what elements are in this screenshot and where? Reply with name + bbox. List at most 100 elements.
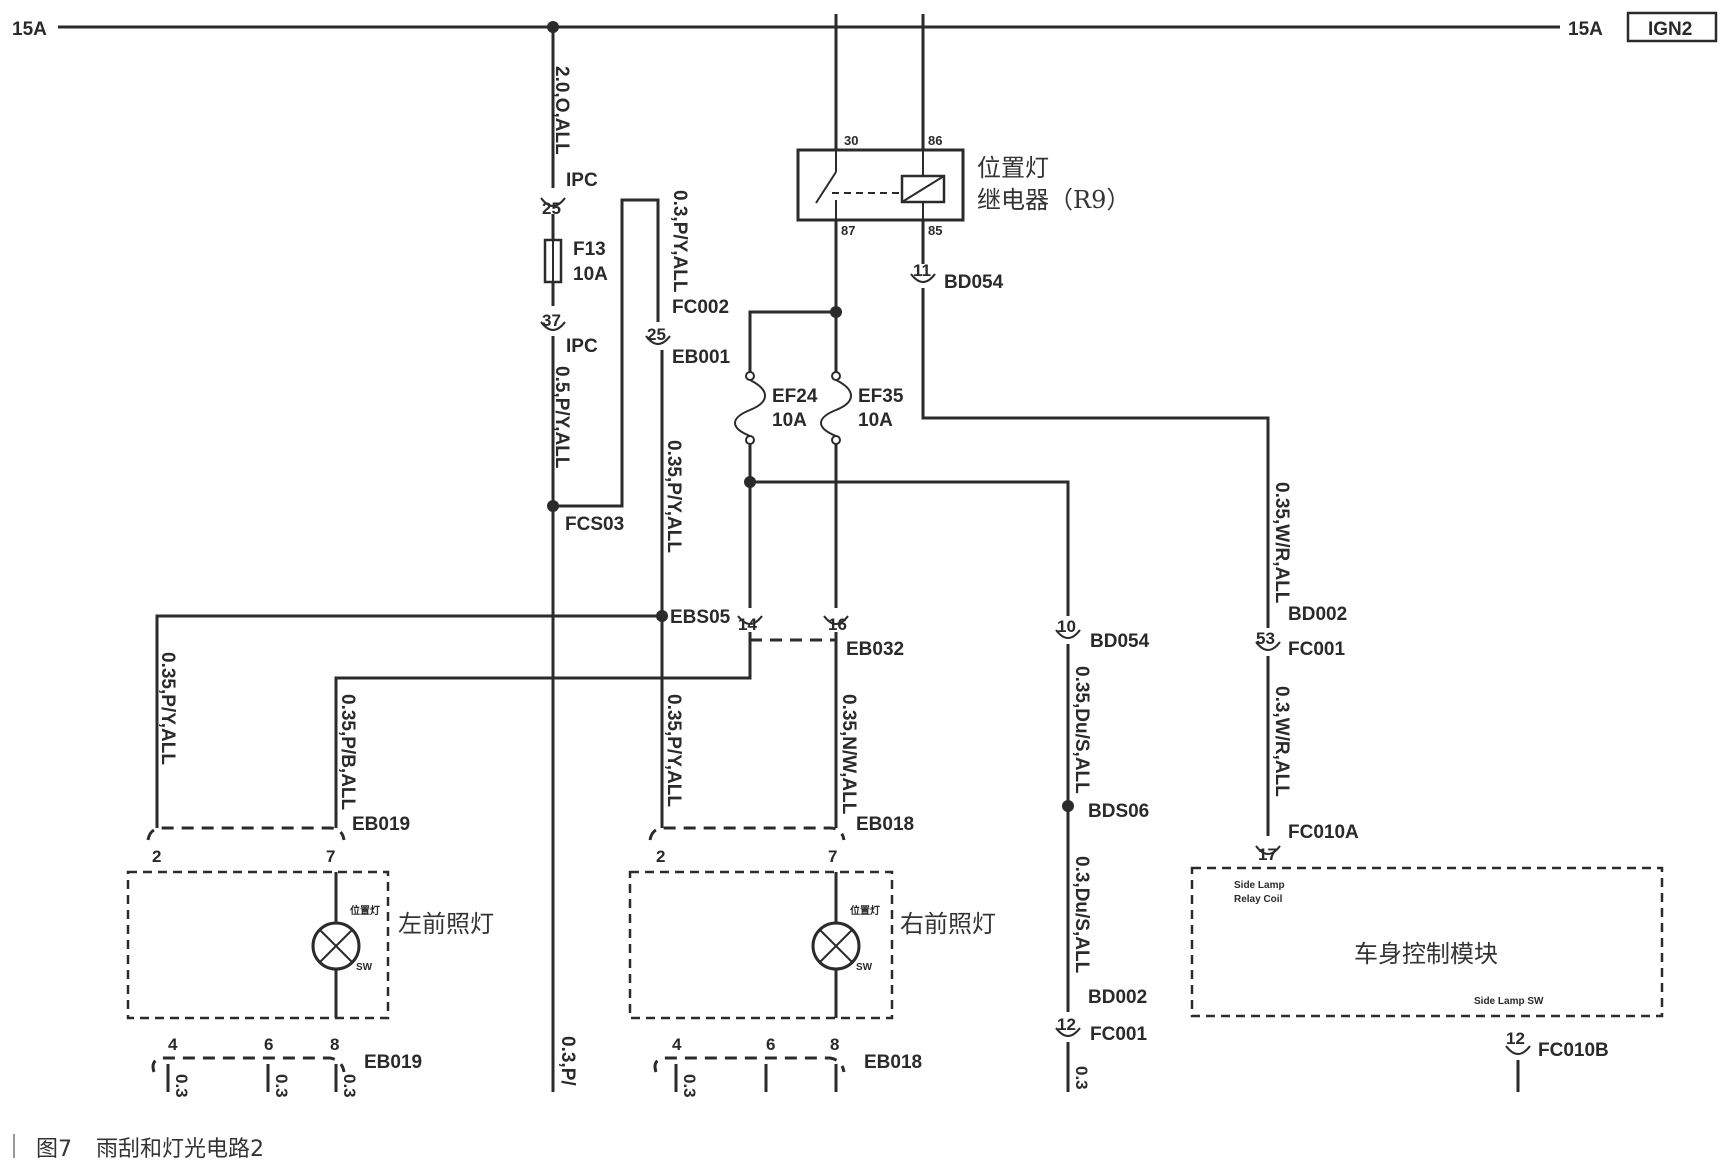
wire-label-mid: 0.3,Du/S,ALL (1071, 856, 1092, 974)
fuse-terminal (831, 371, 841, 381)
pin-86: 86 (928, 133, 942, 148)
stub-label: 0.3 (340, 1074, 359, 1098)
wire-label-mid: 0.3,W/R,ALL (1271, 686, 1292, 797)
connector-eb018-top: EB018 (856, 814, 914, 835)
connector-fc010a: FC010A (1288, 822, 1359, 843)
fuse-block: EF24 10A EF35 10A (734, 220, 1070, 616)
connector-symbol (1505, 1045, 1531, 1055)
bulb-cross (319, 929, 353, 963)
sw-label: SW (856, 962, 873, 973)
bulb-cross (819, 929, 853, 963)
pin-30: 30 (844, 133, 858, 148)
wire-to-fc002 (553, 198, 660, 508)
wire-label-top: 0.35,Du/S,ALL (1071, 666, 1092, 794)
connector-eb018-bottom: EB018 (864, 1052, 922, 1073)
connector-bottom-dash (653, 1056, 846, 1073)
bcm-name: 车身控制模块 (1354, 940, 1498, 968)
connector-fc002: FC002 (672, 297, 729, 318)
power-rail: 15A 15A IGN2 (12, 11, 1718, 43)
wire-to-bcm (921, 288, 1270, 628)
bcm-box (1190, 866, 1664, 1018)
fuse-ef24-rating: 10A (772, 410, 807, 431)
caption-title: 雨刮和灯光电路2 (96, 1137, 264, 1162)
splice-fcs03-label: FCS03 (565, 514, 624, 535)
stub-label: 0.3 (172, 1074, 191, 1098)
fc002-branch: 0.3,P/Y,ALL FC002 25 EB001 0.35,P/Y,ALL … (155, 190, 731, 828)
bulb-label: 位置灯 (850, 904, 880, 917)
connector-symbol (910, 273, 936, 283)
pin-37: 37 (542, 311, 561, 330)
bcm-sw-label: Side Lamp SW (1474, 996, 1544, 1007)
ign2-box (1626, 11, 1718, 43)
pin-25: 25 (647, 325, 666, 344)
w-r-branch: 0.35,W/R,ALL BD002 53 FC001 0.3,W/R,ALL … (1255, 482, 1359, 864)
pin-10: 10 (1057, 617, 1076, 636)
connector-symbol (737, 615, 763, 625)
caption-figure: 图7 (36, 1137, 72, 1162)
pin-7: 7 (828, 847, 837, 866)
wire-to-bd054 (750, 480, 1070, 616)
wire-label-mid: 0.35,P/Y,ALL (663, 440, 684, 553)
relay-switch-arm (815, 171, 837, 204)
right-lamp-box (628, 870, 894, 1020)
pin-11: 11 (913, 261, 931, 280)
pin-53: 53 (1256, 629, 1275, 648)
connector-eb019-top: EB019 (352, 814, 410, 835)
figure-caption: 图7 雨刮和灯光电路2 (13, 1134, 264, 1162)
splice-ebs05-label: EBS05 (670, 607, 731, 628)
wire-label-mid: 0.5,P/Y,ALL (551, 366, 572, 469)
pin-7: 7 (326, 847, 335, 866)
wire-label-inner: 0.35,P/B,ALL (337, 694, 358, 811)
relay-r9: 30 86 87 85 位置灯 继电器（R9） 11 BD054 (796, 14, 1270, 628)
connector-eb019-bottom: EB019 (364, 1052, 422, 1073)
pin-25: 25 (542, 199, 561, 218)
right-headlamp: 0.35,N/W,ALL EB018 2 7 位置灯 SW 右前照灯 4 6 8… (628, 694, 996, 1098)
wire-to-left-lamp-pin7 (334, 632, 752, 828)
left-lamp-box (126, 870, 390, 1020)
fuse-ef24-icon (734, 379, 766, 437)
fuse-ef35-rating: 10A (858, 410, 893, 431)
connector-bd002: BD002 (1288, 604, 1347, 625)
ipc-label-top: IPC (566, 170, 598, 191)
connector-fc001: FC001 (1090, 1024, 1147, 1045)
wire-label-right: 0.35,N/W,ALL (838, 694, 859, 815)
connector-symbol (1255, 641, 1281, 651)
connector-bottom-dash (151, 1056, 346, 1073)
stub-label: 0.3 (680, 1074, 699, 1098)
connector-symbol (823, 615, 849, 625)
bcm-coil-label-2: Relay Coil (1234, 894, 1283, 905)
pin-2: 2 (152, 847, 161, 866)
connector-symbol (1055, 629, 1081, 639)
wire-label-top: 0.35,W/R,ALL (1271, 482, 1292, 604)
fuse-ef24-name: EF24 (772, 386, 818, 407)
connector-eb032-label: EB032 (846, 639, 904, 660)
fuse-terminal (831, 435, 841, 445)
pin-4: 4 (672, 1035, 682, 1054)
pin-6: 6 (766, 1035, 775, 1054)
connector-bd054: BD054 (944, 272, 1004, 293)
connector-eb001: EB001 (672, 347, 731, 368)
connector-eb032: 14 16 EB032 (334, 615, 904, 828)
ipc-label-bottom: IPC (566, 336, 598, 357)
body-control-module: Side Lamp Relay Coil 车身控制模块 Side Lamp SW… (1190, 866, 1664, 1092)
left-headlamp: 0.35,P/Y,ALL 0.35,P/B,ALL EB019 2 7 位置灯 … (126, 652, 494, 1098)
stub-label: 0.3 (272, 1074, 291, 1098)
relay-coil-diagonal (901, 175, 945, 203)
bcm-coil-label-1: Side Lamp (1234, 880, 1285, 891)
relay-name-line2: 继电器（R9） (977, 186, 1130, 214)
right-lamp-name: 右前照灯 (900, 910, 996, 938)
connector-symbol (540, 197, 566, 207)
pin-85: 85 (928, 223, 942, 238)
wire-label-top: 2.0,O,ALL (551, 66, 572, 155)
pin-8: 8 (830, 1035, 839, 1054)
bulb-label: 位置灯 (350, 904, 380, 917)
relay-name-line1: 位置灯 (977, 154, 1049, 182)
wire-label-top: 0.3,P/Y,ALL (669, 190, 690, 293)
connector-symbol (540, 321, 566, 331)
pin-17: 17 (1258, 845, 1277, 864)
pin-6: 6 (264, 1035, 273, 1054)
fuse-f13-name: F13 (573, 239, 606, 260)
pin-8: 8 (330, 1035, 339, 1054)
fuse-terminal (745, 371, 755, 381)
